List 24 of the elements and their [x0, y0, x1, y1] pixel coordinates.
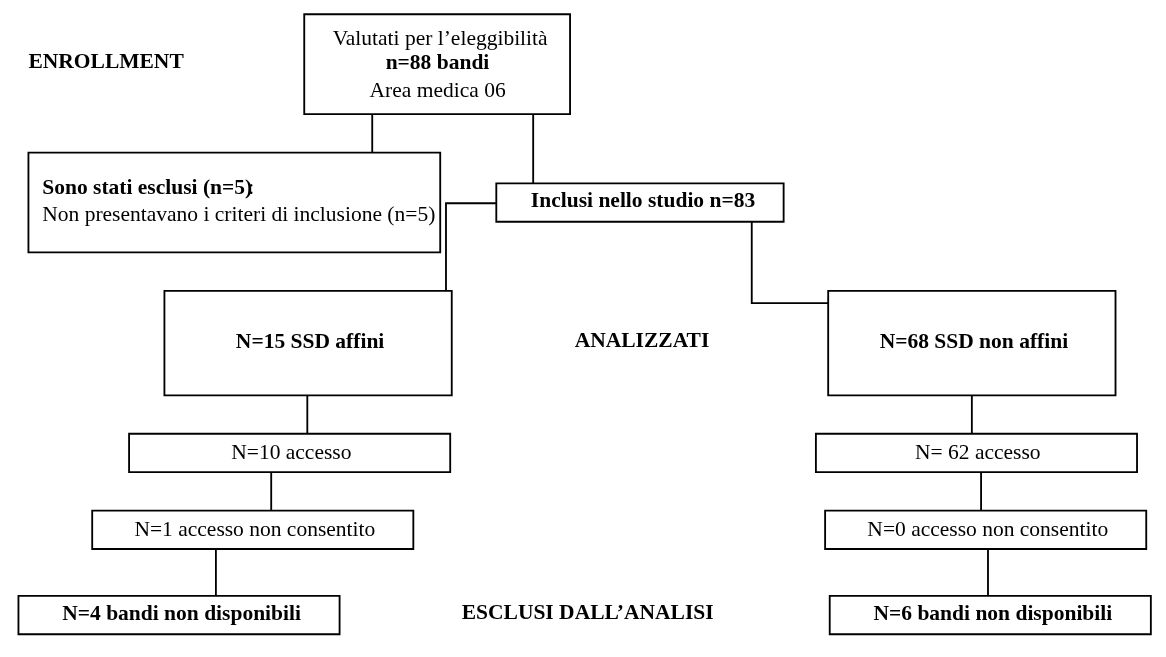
label: ANALIZZATI [574, 328, 709, 353]
connector [750, 221, 829, 305]
connector [444, 202, 497, 292]
connector [370, 113, 373, 154]
connector [305, 394, 308, 435]
node-box: N=68 SSD non affini [826, 289, 1116, 397]
node-box: N=10 accesso [127, 432, 451, 474]
node-box: Valutati per l’eleggibilità n=88 bandi Area medica 06 [302, 13, 571, 116]
connector [269, 471, 272, 512]
label: ESCLUSI DALL’ANALISI [461, 600, 714, 625]
connector [986, 548, 989, 597]
node-box: N=6 bandi non disponibili [828, 594, 1152, 636]
node-box: N=1 accesso non consentito [90, 509, 414, 550]
node-box: N= 62 accesso [814, 432, 1138, 474]
label: ENROLLMENT [27, 49, 184, 74]
node-box: N=4 bandi non disponibili [17, 594, 340, 636]
connector [970, 394, 973, 435]
node-box: Sono stati esclusi (n=5): Non presentavano i criteri di inclusione (n=5) [27, 151, 441, 254]
node-box: Inclusi nello studio n=83 [494, 182, 785, 223]
connector [979, 471, 982, 512]
node-box: N=0 accesso non consentito [823, 509, 1147, 550]
connector [214, 548, 217, 597]
connector [531, 113, 534, 184]
node-box: N=15 SSD affini [163, 289, 453, 397]
